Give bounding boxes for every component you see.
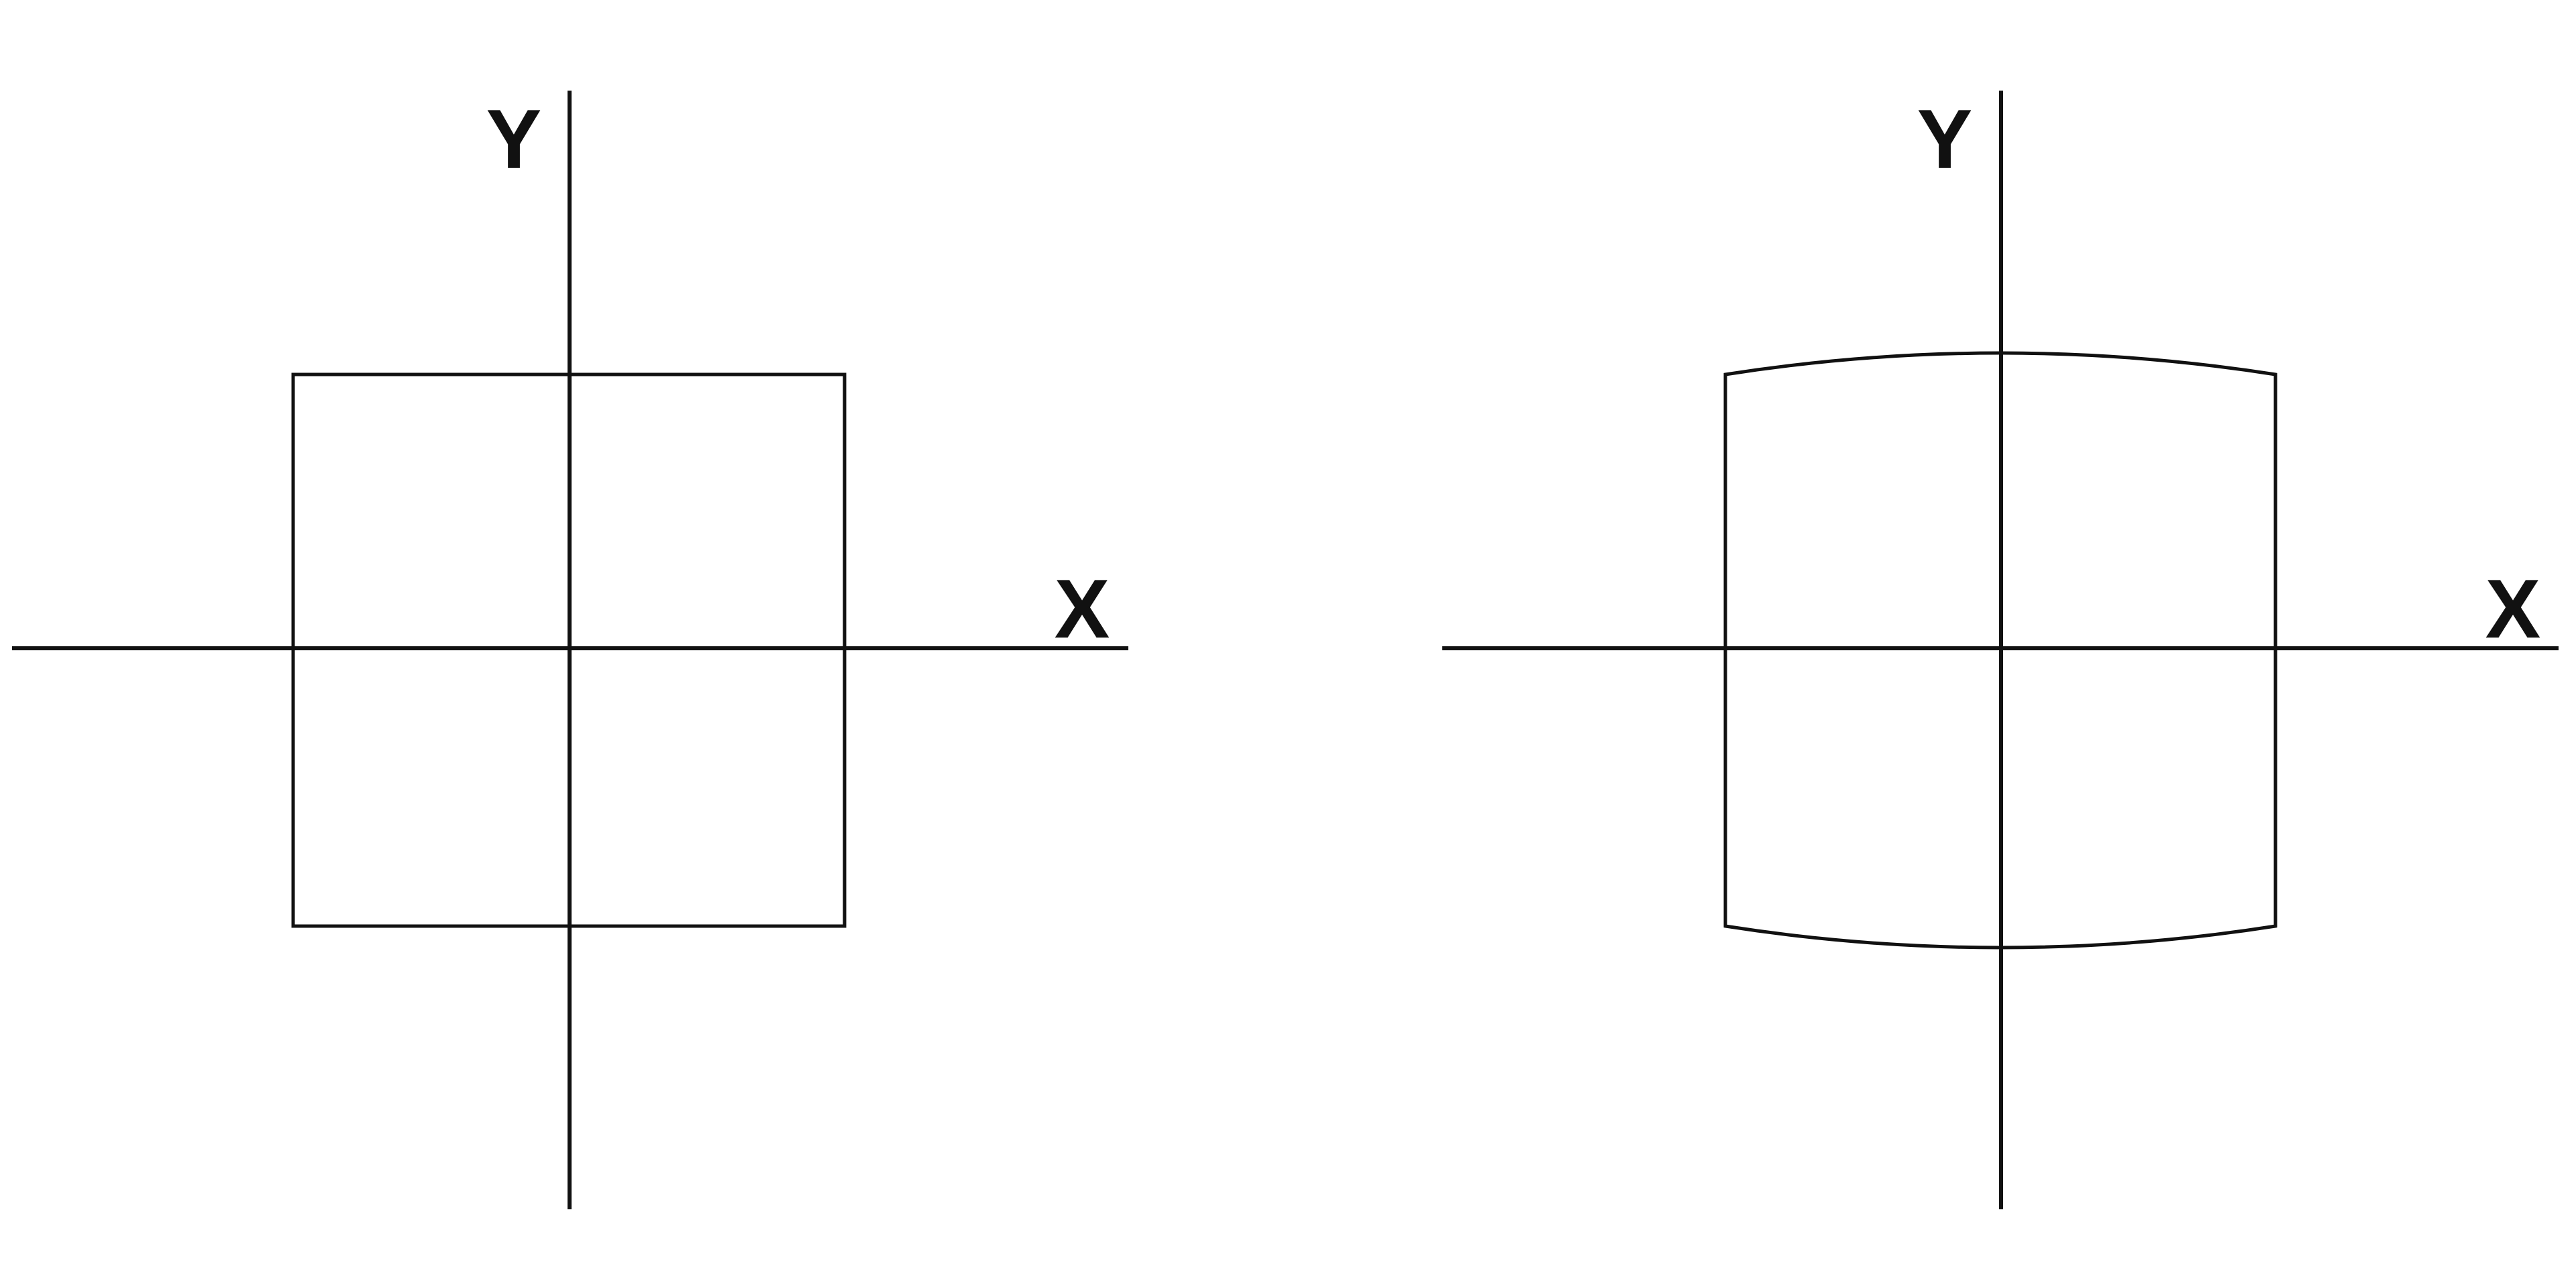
left-x-axis-label: X — [1055, 563, 1110, 656]
right-x-axis-label: X — [2485, 563, 2541, 656]
right-y-axis-label: Y — [1917, 93, 1973, 186]
right-distorted-square — [1723, 351, 2277, 950]
left-square — [291, 372, 847, 928]
panel-right-distorted-square: X Y — [1442, 91, 2559, 1209]
left-y-axis-label: Y — [486, 93, 542, 186]
panel-left-square: X Y — [12, 91, 1128, 1209]
